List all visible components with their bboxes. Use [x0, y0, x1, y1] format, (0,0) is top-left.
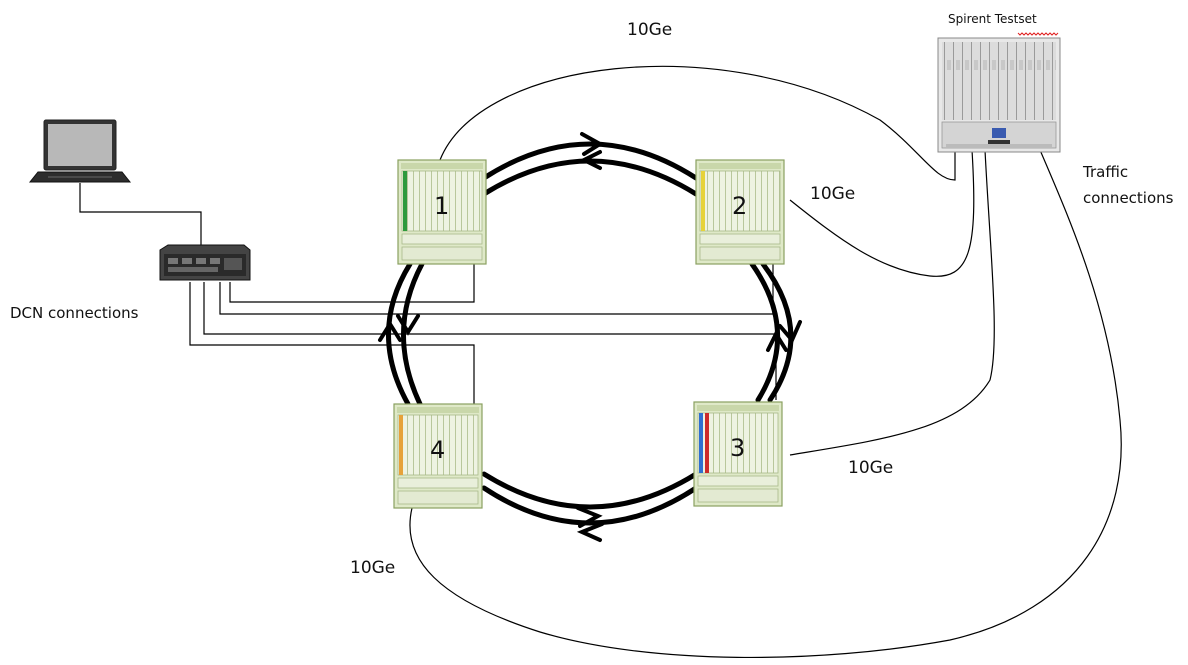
- spellcheck-underline: [1018, 33, 1058, 35]
- link-label-right-lower: 10Ge: [848, 458, 893, 478]
- link-label-right-upper: 10Ge: [810, 184, 855, 204]
- arrow-left-down: [398, 316, 418, 332]
- dcn-label: DCN connections: [10, 304, 139, 322]
- arrow-bottom-left: [582, 524, 602, 540]
- link-label-left-lower: 10Ge: [350, 558, 395, 578]
- dcn-line-node2: [220, 264, 773, 314]
- node-2: 2: [696, 160, 784, 264]
- traffic-label-line2: connections: [1083, 189, 1174, 207]
- dcn-switch-icon: [160, 245, 250, 280]
- node-3-top-bar: [697, 405, 779, 411]
- node-3-colored-card: [705, 413, 709, 473]
- node-4-power-tray: [398, 491, 478, 504]
- node-1-number-label: 1: [434, 192, 449, 220]
- node-4: 4: [394, 404, 482, 508]
- node-1-fan-tray: [402, 234, 482, 244]
- node-3-colored-card: [699, 413, 703, 473]
- node-1: 1: [398, 160, 486, 264]
- node-4-number-label: 4: [430, 436, 445, 464]
- traffic-connections: [410, 66, 1121, 657]
- node-2-top-bar: [699, 163, 781, 169]
- node-1-colored-card: [403, 171, 407, 231]
- node-4-fan-tray: [398, 478, 478, 488]
- node-3-fan-tray: [698, 476, 778, 486]
- node-1-power-tray: [402, 247, 482, 260]
- node-4-colored-card: [399, 415, 403, 475]
- ring-link-3-4-inner: [484, 474, 696, 507]
- node-2-colored-card: [701, 171, 705, 231]
- node-4-top-bar: [397, 407, 479, 413]
- node-1-top-bar: [401, 163, 483, 169]
- dcn-line-node1: [230, 264, 474, 302]
- ring-link-1-2-inner: [484, 161, 696, 194]
- dcn-line-node3: [204, 282, 776, 400]
- node-2-power-tray: [700, 247, 780, 260]
- laptop-icon: [30, 120, 130, 182]
- node-3-power-tray: [698, 489, 778, 502]
- spirent-testset-icon: [938, 38, 1060, 152]
- node-2-number-label: 2: [732, 192, 747, 220]
- node-3: 3: [694, 402, 782, 506]
- testset-title: Spirent Testset: [948, 12, 1037, 26]
- traffic-link-node2: [790, 150, 974, 276]
- dcn-line-node4: [190, 282, 474, 404]
- link-label-top: 10Ge: [627, 20, 672, 40]
- node-2-fan-tray: [700, 234, 780, 244]
- node-3-number-label: 3: [730, 434, 745, 462]
- traffic-label-line1: Traffic: [1082, 163, 1128, 181]
- laptop-to-switch-line: [80, 183, 201, 250]
